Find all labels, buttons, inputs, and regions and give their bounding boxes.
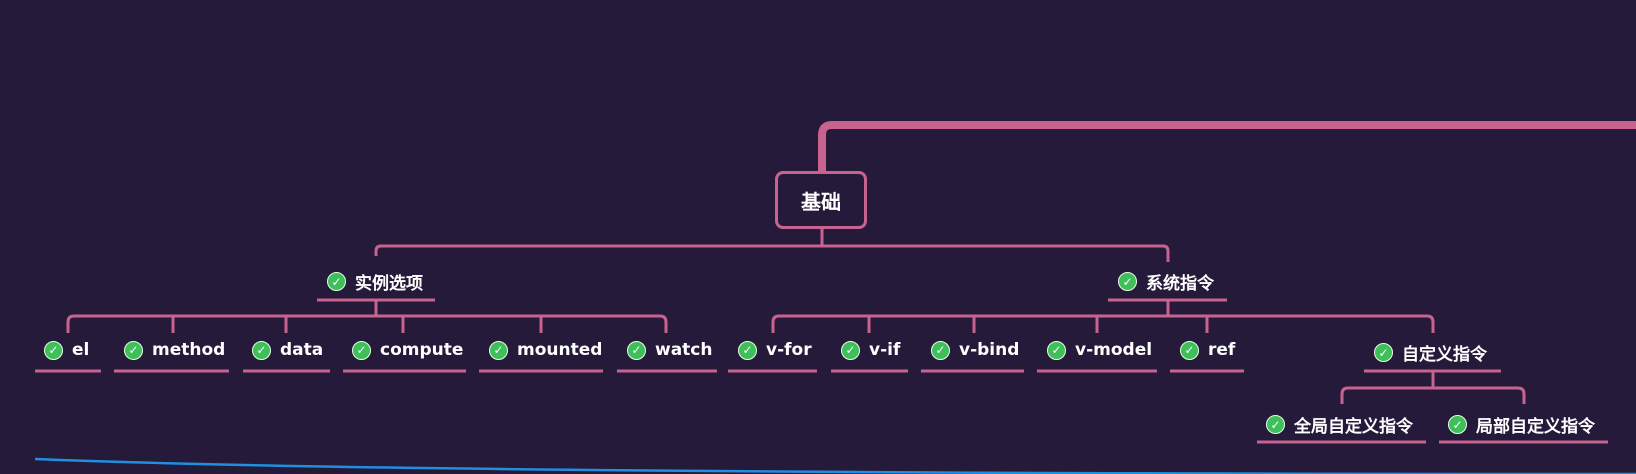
leaf-label: v-if (869, 340, 901, 360)
leaf-node-mounted[interactable]: ✓ mounted (489, 340, 602, 360)
root-node[interactable]: 基础 (775, 171, 867, 229)
check-circle-icon: ✓ (841, 340, 860, 360)
leaf-label: data (280, 340, 324, 360)
leaf-label: watch (655, 340, 713, 360)
branch-label: 系统指令 (1146, 274, 1214, 294)
bracket-zidingyi (1340, 371, 1526, 404)
leaf-node-method[interactable]: ✓ method (124, 340, 225, 360)
check-circle-icon: ✓ (44, 340, 63, 360)
leaf-node-jubu[interactable]: ✓ 局部自定义指令 (1448, 412, 1595, 437)
check-circle-icon: ✓ (931, 340, 950, 360)
leaf-label: v-model (1075, 340, 1153, 360)
branch-node-zidingyi[interactable]: ✓ 自定义指令 (1374, 340, 1487, 365)
leaf-node-compute[interactable]: ✓ compute (352, 340, 463, 360)
blue-curve (34, 457, 1636, 474)
leaf-label: method (152, 340, 226, 360)
bracket-shili (66, 300, 668, 333)
check-circle-icon: ✓ (738, 340, 757, 360)
branch-label: 自定义指令 (1402, 345, 1487, 365)
leaf-node-data[interactable]: ✓ data (252, 340, 323, 360)
root-label: 基础 (801, 189, 841, 214)
leaf-node-ref[interactable]: ✓ ref (1180, 340, 1235, 360)
check-circle-icon: ✓ (489, 340, 508, 360)
check-circle-icon: ✓ (1118, 272, 1137, 291)
check-circle-icon: ✓ (327, 272, 346, 291)
leaf-label: el (72, 340, 90, 360)
check-circle-icon: ✓ (627, 340, 646, 360)
leaf-label: v-bind (959, 340, 1020, 360)
leaf-label: mounted (517, 340, 603, 360)
check-circle-icon: ✓ (1448, 415, 1467, 434)
leaf-label: v-for (766, 340, 812, 360)
leaf-node-vmodel[interactable]: ✓ v-model (1047, 340, 1152, 360)
leaf-label: compute (380, 340, 464, 360)
bracket-xitong (771, 300, 1435, 333)
leaf-label: ref (1208, 340, 1236, 360)
check-circle-icon: ✓ (1374, 343, 1393, 362)
check-circle-icon: ✓ (124, 340, 143, 360)
leaf-label: 全局自定义指令 (1294, 417, 1413, 437)
leaf-node-vif[interactable]: ✓ v-if (841, 340, 900, 360)
check-circle-icon: ✓ (352, 340, 371, 360)
leaf-node-vbind[interactable]: ✓ v-bind (931, 340, 1019, 360)
leaf-node-quanju[interactable]: ✓ 全局自定义指令 (1266, 412, 1413, 437)
root-bracket (374, 229, 1170, 262)
leaf-node-vfor[interactable]: ✓ v-for (738, 340, 812, 360)
check-circle-icon: ✓ (1266, 415, 1285, 434)
branch-label: 实例选项 (355, 274, 423, 294)
leaf-label: 局部自定义指令 (1476, 417, 1595, 437)
branch-node-xitong[interactable]: ✓ 系统指令 (1118, 269, 1214, 294)
leaf-node-el[interactable]: ✓ el (44, 340, 89, 360)
check-circle-icon: ✓ (1047, 340, 1066, 360)
parent-connector (818, 121, 1636, 171)
check-circle-icon: ✓ (252, 340, 271, 360)
leaf-node-watch[interactable]: ✓ watch (627, 340, 712, 360)
check-circle-icon: ✓ (1180, 340, 1199, 360)
branch-node-shili[interactable]: ✓ 实例选项 (327, 269, 423, 294)
